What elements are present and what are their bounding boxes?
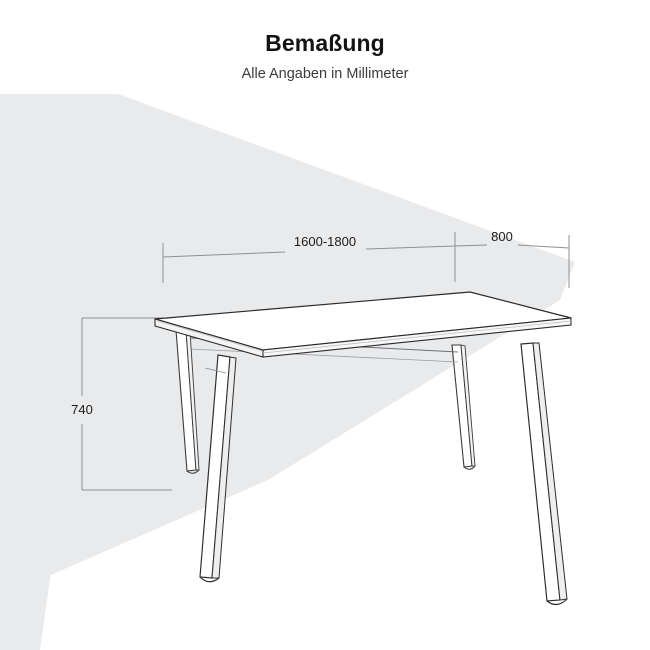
light-wedge-top <box>118 94 650 262</box>
leg-front-left <box>199 354 237 583</box>
leg-rear-left <box>175 329 200 474</box>
tabletop-edge-front <box>262 317 572 358</box>
leg-front-right <box>520 342 568 606</box>
apron-rail-front <box>204 367 227 374</box>
depth-dimension-label: 800 <box>491 229 513 244</box>
desk-illustration <box>154 291 572 606</box>
width-dimension-line-a <box>162 251 286 258</box>
leg-rear-right <box>451 344 476 470</box>
leg-rear-right-foot <box>463 465 476 470</box>
width-dimension-line-b <box>365 245 456 250</box>
leg-rear-left-foot <box>186 469 200 474</box>
tabletop-edge-highlight-left <box>157 320 263 352</box>
depth-dimension-line-b <box>517 244 570 249</box>
depth-dimension-line-a <box>454 244 488 247</box>
dimension-lines-group <box>81 232 570 491</box>
leg-front-right-foot <box>546 598 568 606</box>
height-dimension-label: 740 <box>71 402 93 417</box>
apron-rail-rear-lower <box>189 348 459 363</box>
width-dimension-label: 1600-1800 <box>294 234 356 249</box>
leg-front-left-foot <box>199 576 220 583</box>
tabletop-edge-highlight <box>262 320 572 354</box>
shadow-wedge-corner <box>0 94 118 140</box>
